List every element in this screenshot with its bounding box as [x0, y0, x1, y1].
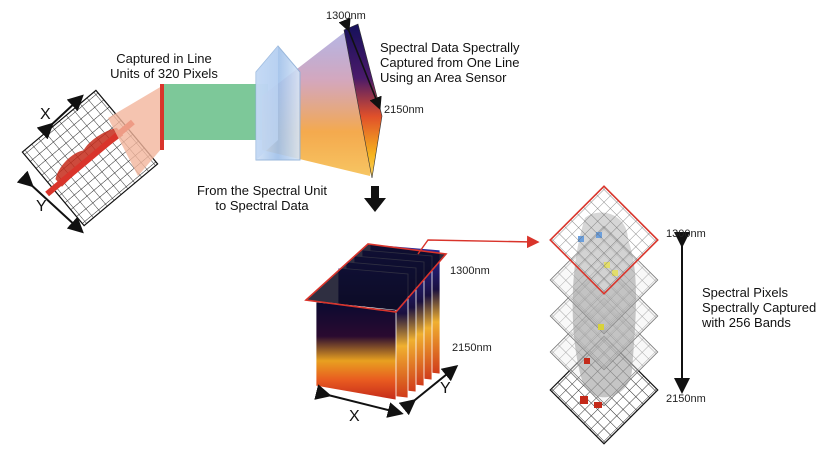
- green-beam: [164, 84, 268, 140]
- data-cube: [304, 243, 448, 401]
- cube-top-wavelength: 1300nm: [450, 265, 490, 277]
- prism: [255, 45, 301, 161]
- spectral-data-text-2: Captured from One Line: [380, 55, 520, 70]
- spectral-data-text-3: Using an Area Sensor: [380, 70, 507, 85]
- spectral-unit-label: From the Spectral Unit to Spectral Data: [182, 183, 342, 213]
- grid-x-arrow: [36, 94, 84, 140]
- spectral-pixels-text-3: with 256 Bands: [702, 315, 791, 330]
- spectral-unit-text-2: to Spectral Data: [215, 198, 309, 213]
- spectral-pixels-text-1: Spectral Pixels: [702, 285, 788, 300]
- spectral-data-text-1: Spectral Data Spectrally: [380, 40, 520, 55]
- cube-y-label: Y: [440, 380, 451, 397]
- prism-range-arrow: [338, 17, 382, 110]
- line-slit: [160, 84, 164, 150]
- spectral-pixels-label: Spectral Pixels Spectrally Captured with…: [702, 285, 832, 330]
- prism-top-wavelength: 1300nm: [326, 10, 366, 22]
- stack-top-wavelength: 1300nm: [666, 228, 706, 240]
- prism-bottom-wavelength: 2150nm: [384, 104, 424, 116]
- spectral-pixels-text-2: Spectrally Captured: [702, 300, 817, 315]
- cube-x-arrow: [314, 384, 404, 418]
- captured-line-text-1: Captured in Line: [116, 51, 212, 66]
- connector-arrow: [417, 235, 540, 255]
- grid-y-arrow: [16, 170, 84, 234]
- cube-top-outline: [304, 243, 448, 313]
- grid-y-label: Y: [36, 198, 47, 215]
- cube-x-label: X: [349, 408, 360, 425]
- cube-bottom-wavelength: 2150nm: [452, 342, 492, 354]
- stack-bottom-wavelength: 2150nm: [666, 393, 706, 405]
- captured-line-label: Captured in Line Units of 320 Pixels: [104, 51, 224, 81]
- cube-y-arrow: [398, 364, 459, 416]
- grid-x-label: X: [40, 106, 51, 123]
- spectral-unit-text-1: From the Spectral Unit: [196, 183, 328, 198]
- pixel-stack: [549, 185, 659, 445]
- captured-line-text-2: Units of 320 Pixels: [110, 66, 218, 81]
- down-arrow: [364, 186, 386, 212]
- spectral-data-label: Spectral Data Spectrally Captured from O…: [380, 40, 550, 85]
- line-beam: [108, 86, 162, 176]
